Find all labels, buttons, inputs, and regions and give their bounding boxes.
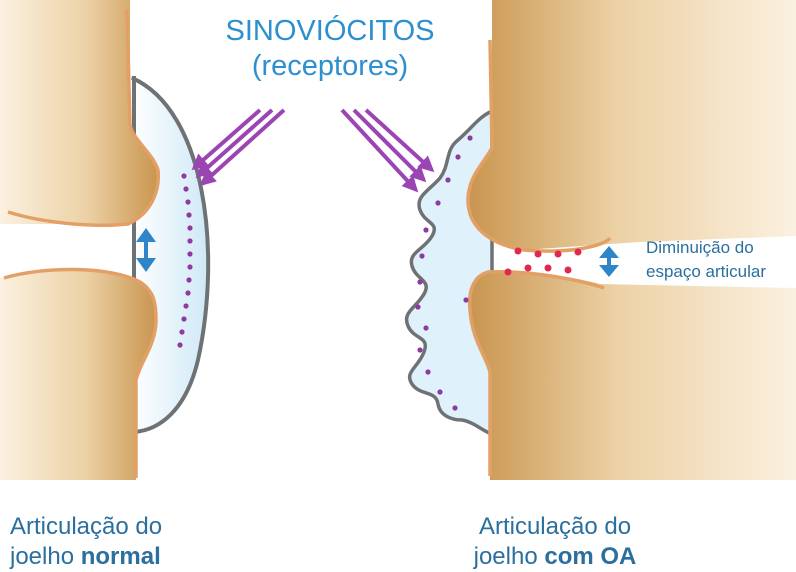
normal-caption-prefix: joelho (10, 543, 81, 570)
normal-synovial-capsule (132, 78, 208, 432)
oa-caption-line-1: Articulação do (440, 512, 670, 542)
joint-space-note-line-1: Diminuição do (646, 236, 796, 260)
normal-joint-caption: Articulação do joelho normal (10, 512, 162, 572)
normal-joint (0, 0, 208, 480)
oa-joint-space-arrow (599, 246, 619, 277)
joint-space-note-line-2: espaço articular (646, 260, 796, 284)
title-line-1: SINOVIÓCITOS (200, 14, 460, 49)
normal-caption-line-2: joelho normal (10, 542, 162, 572)
normal-caption-bold: normal (81, 543, 161, 570)
normal-tibia-bone (0, 269, 156, 480)
title-line-2: (receptores) (200, 49, 460, 84)
oa-tibia-bone (470, 272, 796, 480)
oa-femur-bone (468, 0, 796, 250)
normal-caption-line-1: Articulação do (10, 512, 162, 542)
oa-caption-prefix: joelho (474, 543, 545, 570)
synoviocytes-title: SINOVIÓCITOS (receptores) (200, 14, 460, 84)
left-receptor-arrows (194, 110, 284, 184)
oa-caption-line-2: joelho com OA (440, 542, 670, 572)
right-receptor-arrows (342, 110, 432, 190)
oa-caption-bold: com OA (544, 543, 636, 570)
joint-space-note: Diminuição do espaço articular (646, 236, 796, 284)
oa-joint-caption: Articulação do joelho com OA (440, 512, 670, 572)
